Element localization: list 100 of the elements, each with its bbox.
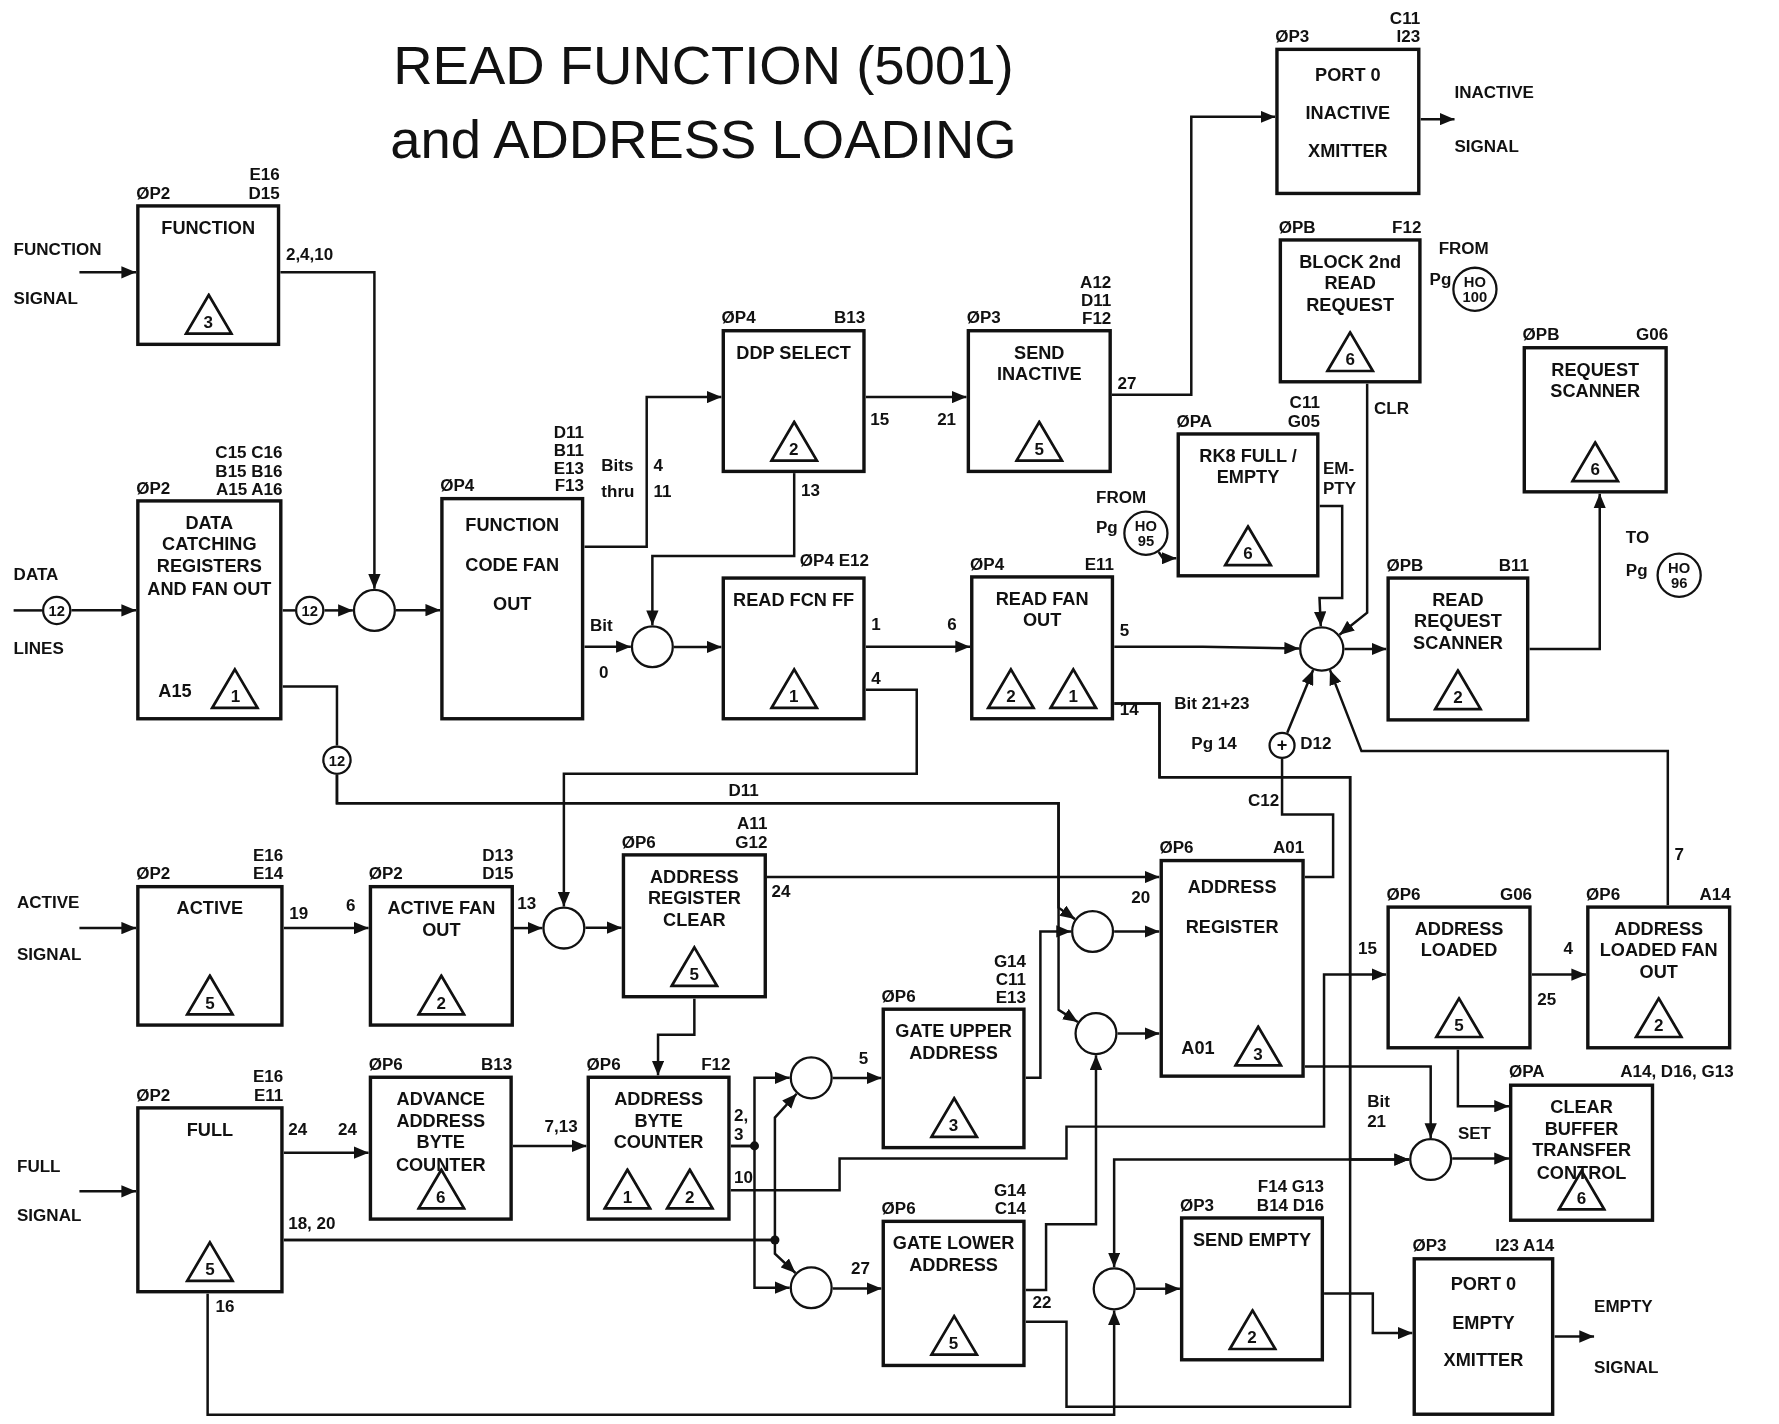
sheet-number-triangle: 2: [664, 1167, 715, 1211]
bus-width-circle: 12: [295, 595, 325, 626]
signal-arrow: [71, 604, 137, 617]
location-code: D13 D15: [482, 846, 514, 883]
signal-arrow: [283, 1238, 797, 1274]
bus-width-circle: 12: [42, 595, 72, 626]
signal-arrow: [865, 640, 971, 653]
location-code: G14 C14: [993, 1181, 1027, 1217]
pin-number: 19: [289, 904, 309, 923]
signal-arrow: [557, 688, 918, 907]
sheet-number-triangle: 2: [1227, 1308, 1277, 1352]
pin-number: 13: [517, 894, 537, 913]
pin-number: 25: [1537, 990, 1557, 1010]
location-code: G06: [1499, 884, 1533, 903]
location-code: I23 A14: [1495, 1236, 1555, 1255]
sheet-number-triangle: 5: [1014, 419, 1065, 463]
gate-circle: [1071, 909, 1115, 954]
pin-number: 10: [734, 1168, 753, 1188]
pin-number: 4: [871, 669, 881, 689]
location-code: ØPB: [1386, 555, 1424, 574]
location-code: ØP6: [1586, 884, 1621, 903]
location-code: E16 D15: [248, 165, 280, 202]
signal-arrow: [1452, 1152, 1509, 1165]
location-code: ØPA: [1508, 1061, 1545, 1080]
logic-block: [970, 575, 1115, 721]
signal-arrow: [1328, 669, 1670, 906]
location-code: Pg: [1625, 561, 1648, 580]
signal-arrow: [651, 998, 696, 1076]
logic-block: [136, 204, 281, 347]
signal-arrow: [730, 968, 1387, 1192]
logic-block: [1159, 858, 1305, 1078]
location-code: FROM: [1096, 487, 1147, 506]
logic-block: [136, 499, 283, 721]
pin-number: 7,13: [544, 1117, 578, 1137]
location-code: B13: [833, 308, 866, 327]
location-code: C15 C16 B15 B16 A15 A16: [214, 443, 283, 498]
logic-block: [1386, 905, 1532, 1050]
pin-number: 2,4,10: [285, 245, 334, 264]
location-code: ØP6: [621, 832, 656, 851]
block-label: FUNCTION: [160, 216, 257, 239]
block-label: BLOCK 2nd READ REQUEST: [1298, 250, 1403, 317]
block-label: DATA CATCHING REGISTERS AND FAN OUT: [146, 511, 273, 599]
block-label: ADDRESS REGISTER CLEAR: [646, 865, 742, 931]
pin-number: 27: [850, 1259, 870, 1279]
logic-block: [1176, 432, 1320, 578]
sheet-number-triangle: 1: [602, 1167, 653, 1211]
block-label: GATE LOWER ADDRESS: [891, 1232, 1016, 1276]
pin-number: 15: [870, 410, 890, 430]
signal-arrow: [584, 640, 631, 653]
signal-arrow: [283, 921, 369, 935]
signal-line: [282, 685, 339, 746]
block-label: ACTIVE FAN OUT: [386, 897, 497, 941]
signal-name: SIGNAL: [17, 1206, 82, 1225]
signal-arrow: [280, 271, 381, 589]
pin-number: 2, 3: [734, 1106, 750, 1144]
signal-arrow: [79, 921, 137, 935]
pin-number: 5: [1119, 621, 1130, 641]
block-label: FUNCTION CODE FAN OUT: [464, 514, 561, 617]
block-label: ADDRESS LOADED: [1413, 918, 1505, 962]
signal-arrow: [730, 1144, 790, 1294]
location-code: TO: [1625, 528, 1650, 547]
signal-arrow: [1324, 1292, 1413, 1340]
pin-number: 5: [858, 1049, 869, 1069]
location-code: G14 C11 E13: [993, 951, 1027, 1006]
location-code: F12: [1392, 217, 1422, 236]
sheet-number-triangle: 3: [183, 292, 234, 336]
sheet-number-triangle: 2: [416, 973, 467, 1017]
location-code: D12: [1300, 734, 1332, 752]
location-code: ØP6: [1386, 884, 1421, 903]
signal-arrow: [1529, 493, 1606, 651]
pin-number: 27: [1117, 374, 1137, 394]
signal-name: LINES: [13, 638, 64, 658]
sheet-number-triangle: 6: [1325, 330, 1376, 374]
sheet-number-triangle: 3: [1233, 1024, 1283, 1068]
block-label: PORT 0 EMPTY XMITTER: [1442, 1273, 1525, 1372]
signal-arrow: [1114, 642, 1300, 655]
signal-name: SIGNAL: [1594, 1357, 1659, 1377]
pin-number: 6: [346, 896, 356, 916]
logic-block: [136, 1106, 284, 1294]
location-code: A01: [1273, 838, 1305, 857]
pin-number: 24: [338, 1119, 358, 1139]
location-code: ØP3: [966, 308, 1001, 327]
pin-number: thru: [601, 482, 635, 501]
signal-arrow: [1025, 1153, 1410, 1409]
signal-arrow: [1554, 1330, 1595, 1343]
signal-line: [1280, 759, 1335, 879]
gate-circle: [1074, 1012, 1118, 1056]
gate-circle: [542, 906, 586, 950]
location-code: ØPB: [1278, 217, 1316, 236]
location-code: B11: [1498, 555, 1530, 574]
sheet-number-triangle: 3: [928, 1096, 979, 1140]
pin-number: Bits: [601, 456, 634, 475]
signal-arrow: [832, 1071, 882, 1085]
logic-block: [1508, 1083, 1655, 1222]
logic-block: [136, 884, 284, 1027]
signal-arrow: [673, 640, 722, 654]
location-code: Pg: [1429, 270, 1452, 288]
block-label: READ FAN OUT: [994, 587, 1090, 632]
location-code: ØP3: [1275, 27, 1310, 46]
logic-block: [966, 329, 1112, 474]
